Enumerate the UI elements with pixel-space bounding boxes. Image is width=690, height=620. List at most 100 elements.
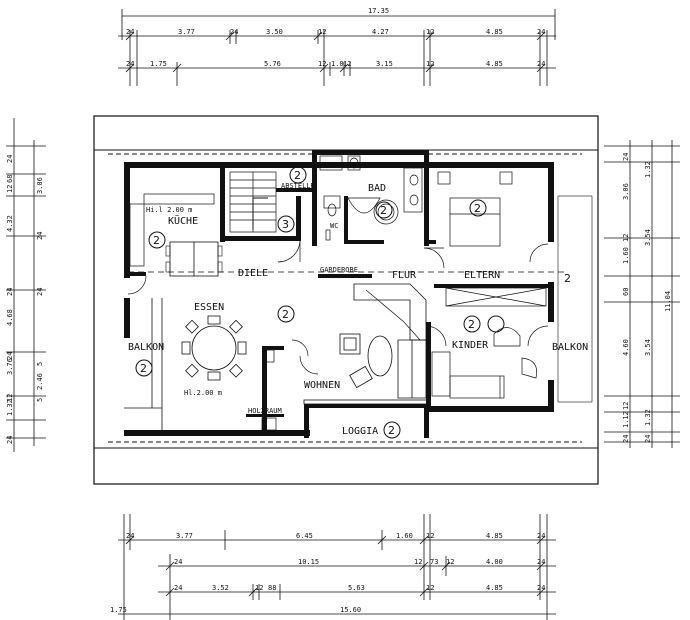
dim-bottom-r4-b: 15.60 — [340, 606, 361, 614]
marker-stair: 3 — [282, 218, 289, 231]
dim-left-col2-c: 24 — [36, 288, 44, 296]
dim-left-b: 68 — [6, 175, 14, 183]
staircase — [229, 171, 277, 233]
kinder-marker-circle-2 — [487, 315, 505, 333]
dim-bottom-r3-a: 24 — [174, 584, 182, 592]
dim-top-r2-j: 24 — [537, 60, 545, 68]
dim-top-r1-c: 24 — [230, 28, 238, 36]
dim-bottom-r4-a: 1.75 — [110, 606, 127, 614]
dining-height: Hl.2.00 m — [184, 389, 222, 397]
dim-right-b: 3.06 — [622, 183, 630, 200]
marker-kinder: 2 — [468, 318, 475, 331]
balcony-left — [124, 298, 163, 432]
marker-essen: 2 — [282, 308, 289, 321]
dim-top-r2-d: 12 — [318, 60, 326, 68]
dim-right-overall: 11.04 — [664, 291, 672, 312]
dim-bottom-r3-b: 3.52 — [212, 584, 229, 592]
dim-bottom-r2-a: 24 — [174, 558, 182, 566]
dim-bottom-r2-c: 12 — [414, 558, 422, 566]
dim-left-a: 24 — [6, 155, 14, 163]
room-label-balkon-right: BALKON — [552, 342, 588, 353]
dim-right-f: 4.60 — [622, 339, 630, 356]
dim-bottom-r1-b: 3.77 — [176, 532, 193, 540]
dim-bottom-r2-f: 4.00 — [486, 558, 503, 566]
dining-area — [181, 315, 247, 381]
dim-left-f: 4.68 — [6, 309, 14, 326]
dim-right-col2-e: 24 — [644, 435, 652, 443]
dim-top-r1-d: 3.50 — [266, 28, 283, 36]
dim-right-col2-b: 3.54 — [644, 229, 652, 246]
dim-top-r1-g: 12 — [426, 28, 434, 36]
parents-room — [437, 171, 593, 403]
room-label-kinder: KINDER — [452, 340, 489, 351]
dim-bottom-r1-a: 24 — [126, 532, 134, 540]
room-label-holzraum: HOLZRAUM — [248, 407, 282, 415]
marker-loggia: 2 — [388, 424, 395, 437]
dim-right-col2-a: 1.32 — [644, 161, 652, 178]
dim-top-r2-b: 1.75 — [150, 60, 167, 68]
dim-left-col2-a: 3.06 — [36, 177, 44, 194]
dim-top-r1-a: 24 — [126, 28, 134, 36]
dim-right-c: 12 — [622, 234, 630, 242]
kitchen-height: Hi.l 2.00 m — [146, 206, 192, 214]
bottom-dimensions — [118, 514, 556, 620]
dim-left-h: 3.76 — [6, 358, 14, 375]
dim-left-j: 1.32 — [6, 399, 14, 416]
dim-bottom-r2-b: 10.15 — [298, 558, 319, 566]
dim-left-col2-e: 2.46 — [36, 373, 44, 390]
room-label-bad: BAD — [368, 183, 386, 194]
dim-bottom-r2-g: 24 — [537, 558, 545, 566]
dim-bottom-r3-f: 12 — [426, 584, 434, 592]
dim-bottom-r3-h: 24 — [537, 584, 545, 592]
dim-bottom-r1-d: 1.60 — [396, 532, 413, 540]
dim-bottom-r1-c: 6.45 — [296, 532, 313, 540]
dim-bottom-r1-f: 4.85 — [486, 532, 503, 540]
left-dimension-labels: 24 68 12 4.32 24 4.68 24 3.76 12 1.32 24… — [6, 155, 44, 444]
bathroom — [319, 155, 423, 241]
dim-top-r1-h: 4.85 — [486, 28, 503, 36]
room-label-balkon-left: BALKON — [128, 342, 164, 353]
loggia-marker-circle — [383, 421, 401, 439]
dim-left-d: 4.32 — [6, 215, 14, 232]
dim-top-r1-b: 3.77 — [178, 28, 195, 36]
dim-right-e: 60 — [622, 288, 630, 296]
dim-left-g: 24 — [6, 352, 14, 360]
marker-eltern: 2 — [474, 202, 481, 215]
left-dimensions — [6, 118, 46, 452]
dim-right-d: 1.60 — [622, 247, 630, 264]
exterior-walls — [124, 162, 554, 436]
dim-right-i: 24 — [622, 435, 630, 443]
top-dimension-labels: 17.35 24 3.77 24 3.50 12 4.27 12 4.85 24… — [126, 7, 545, 68]
dim-left-col2-d: 5 — [36, 362, 44, 366]
dim-right-a: 24 — [622, 153, 630, 161]
dim-top-r2-c: 5.76 — [264, 60, 281, 68]
dim-top-r2-g: 3.15 — [376, 60, 393, 68]
right-dimension-labels: 24 3.06 12 1.60 60 4.60 12 1.12 24 1.32 … — [622, 153, 672, 443]
dim-bottom-r2-d: 73 — [430, 558, 438, 566]
interior-walls — [130, 150, 548, 438]
marker-right-edge: 2 — [564, 272, 571, 285]
dim-top-r1-e: 12 — [318, 28, 326, 36]
dim-top-overall: 17.35 — [368, 7, 389, 15]
room-label-essen: ESSEN — [194, 302, 224, 313]
room-label-garderobe: GARDEROBE — [320, 266, 358, 274]
dim-bottom-r1-e: 12 — [426, 532, 434, 540]
bad-marker-circle — [375, 201, 393, 219]
room-label-abstellr: ABSTELLR — [281, 182, 316, 190]
dim-top-r2-a: 24 — [126, 60, 134, 68]
dim-left-col2-b: 24 — [36, 232, 44, 240]
marker-bad: 2 — [380, 204, 387, 217]
door-swings — [127, 239, 549, 375]
eltern-marker-circle — [469, 199, 487, 217]
dim-top-r2-i: 4.85 — [486, 60, 503, 68]
living-room — [303, 283, 429, 405]
dim-bottom-r3-g: 4.85 — [486, 584, 503, 592]
dim-top-r2-h: 12 — [426, 60, 434, 68]
dim-right-h: 1.12 — [622, 411, 630, 428]
marker-abstellr: 2 — [294, 169, 301, 182]
dim-top-r1-i: 24 — [537, 28, 545, 36]
kitchen-room: Hi.l 2.00 m KÜCHE 2 — [129, 193, 223, 277]
right-dimensions — [604, 140, 680, 448]
dim-left-i: 12 — [6, 394, 14, 402]
